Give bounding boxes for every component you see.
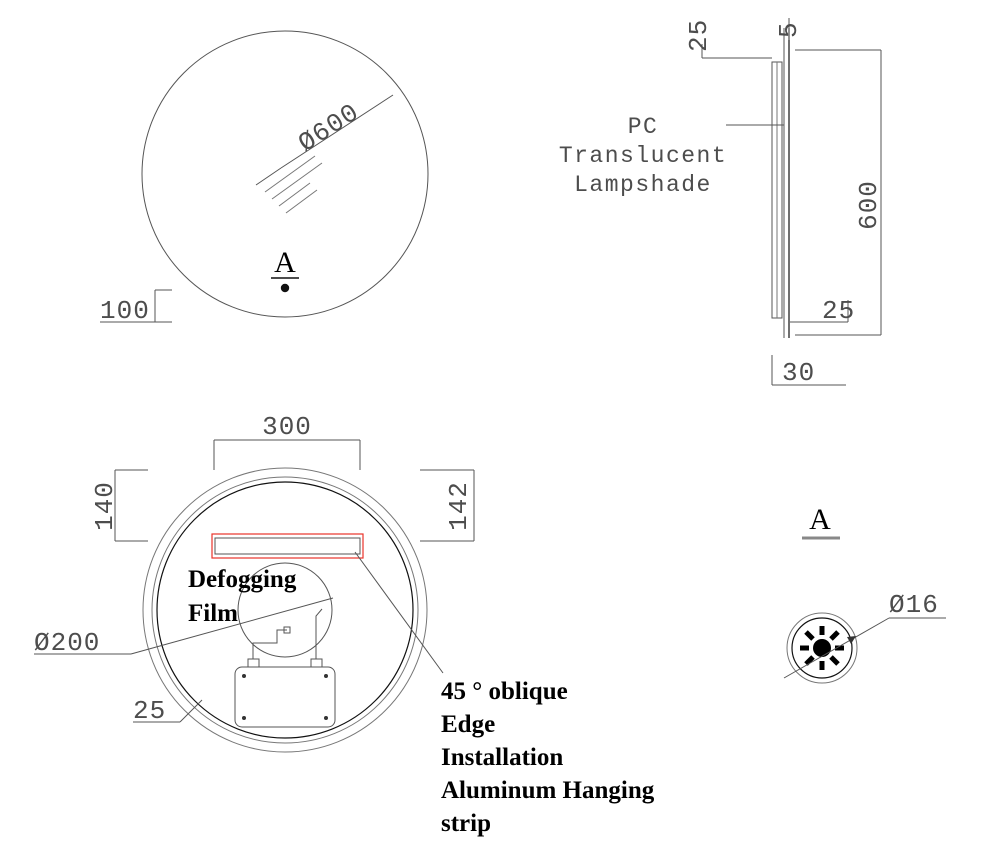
junction-box-connector-right bbox=[310, 658, 323, 668]
rear-view-outer-rim bbox=[142, 467, 428, 753]
hanger-note-line-1: 45 ° oblique bbox=[441, 678, 568, 705]
defogging-film-strip bbox=[211, 533, 364, 559]
hanger-note-text: 45 ° oblique Edge Installation Aluminum … bbox=[441, 678, 655, 837]
junction-box-screw-bl bbox=[242, 716, 246, 720]
lampshade-annotation-line-3: Lampshade bbox=[574, 172, 712, 198]
rear-view-left-dimension: 140 bbox=[90, 469, 148, 542]
detail-a-title: A bbox=[809, 503, 831, 536]
side-view-thickness-dimension: 5 bbox=[774, 18, 804, 40]
junction-box-connector-left bbox=[247, 658, 260, 668]
junction-box-body bbox=[234, 666, 336, 728]
side-view-top-dimension: 25 bbox=[684, 19, 772, 59]
front-view-group: Ø600 A 100 bbox=[100, 30, 429, 326]
side-view-depth-dimension: 30 bbox=[771, 355, 846, 388]
diameter-leader-tail bbox=[255, 167, 282, 186]
hanger-note-line-5: strip bbox=[441, 810, 491, 837]
detail-a-marker-label: A bbox=[274, 246, 296, 279]
rear-view-left-dimension-label: 140 bbox=[90, 481, 120, 531]
rear-view-right-dimension: 142 bbox=[420, 469, 475, 542]
rear-view-inner-circle bbox=[237, 562, 333, 658]
hanger-note-line-2: Edge bbox=[441, 711, 495, 738]
rear-view-group: 300 140 142 bbox=[34, 412, 655, 837]
side-view-height-dimension: 600 bbox=[795, 49, 884, 336]
junction-box-wire-right bbox=[315, 608, 323, 659]
front-view-bottom-dimension: 100 bbox=[100, 289, 172, 326]
front-view-diameter-label: Ø600 bbox=[293, 97, 365, 158]
defogging-film-outline bbox=[211, 533, 364, 559]
front-view-bottom-dimension-label: 100 bbox=[100, 296, 150, 326]
side-view-top-dimension-label: 25 bbox=[684, 19, 714, 52]
detail-a-diameter-dimension: Ø16 bbox=[783, 590, 946, 679]
junction-box-group bbox=[234, 608, 336, 728]
junction-box-terminal bbox=[283, 626, 291, 634]
side-view-group: 25 5 600 25 bbox=[559, 18, 884, 388]
rear-view-mirror-edge bbox=[156, 481, 414, 739]
side-view-height-dimension-label: 600 bbox=[854, 180, 884, 230]
side-view-thickness-dimension-label: 5 bbox=[774, 21, 804, 38]
detail-a-outer-ring bbox=[786, 612, 858, 684]
defogging-film-label-line-1: Defogging bbox=[188, 566, 297, 593]
detail-a-inner-ring bbox=[791, 617, 853, 679]
defogging-film-label-line-2: Film bbox=[188, 600, 238, 627]
lampshade-annotation-text: PC Translucent Lampshade bbox=[559, 114, 727, 198]
lampshade-annotation-line-2: Translucent bbox=[559, 143, 727, 169]
front-view-mirror-circle bbox=[141, 30, 429, 318]
rear-view-edge-dimension: 25 bbox=[133, 696, 203, 726]
side-view-bottom-dimension: 25 bbox=[790, 296, 855, 326]
hanger-note-line-3: Installation bbox=[441, 744, 563, 771]
diameter-leader-line bbox=[280, 94, 394, 169]
detail-a-group: A bbox=[783, 503, 946, 684]
side-view-depth-dimension-label: 30 bbox=[782, 358, 815, 388]
rear-view-middle-rim bbox=[151, 476, 419, 744]
side-view-bottom-dimension-label: 25 bbox=[822, 296, 855, 326]
mirror-reflection-hatching bbox=[264, 155, 323, 214]
rear-view-edge-dimension-label: 25 bbox=[133, 696, 166, 726]
inner-circle-dimension: Ø200 bbox=[34, 597, 334, 658]
junction-box-screw-tr bbox=[324, 674, 328, 678]
lampshade-annotation-line-1: PC bbox=[628, 114, 659, 140]
defogging-film-inner-rect bbox=[214, 537, 361, 555]
hanger-note-line-4: Aluminum Hanging bbox=[441, 777, 655, 804]
junction-box-screw-br bbox=[324, 716, 328, 720]
sensor-point-icon bbox=[280, 283, 290, 293]
junction-box-wire-left bbox=[252, 629, 287, 659]
detail-a-diameter-label: Ø16 bbox=[889, 590, 939, 620]
sun-rays bbox=[800, 626, 844, 670]
detail-a-leader-arrow bbox=[847, 636, 856, 644]
inner-circle-dimension-label: Ø200 bbox=[34, 628, 100, 658]
detail-a-marker[interactable]: A bbox=[271, 246, 299, 293]
rear-view-top-dimension-label: 300 bbox=[262, 412, 312, 442]
junction-box-screw-tl bbox=[242, 674, 246, 678]
hanger-note-leader bbox=[354, 551, 444, 674]
defogging-film-label: Defogging Film bbox=[188, 566, 297, 627]
brightness-sun-icon[interactable] bbox=[800, 626, 844, 670]
rear-view-top-dimension: 300 bbox=[213, 412, 361, 470]
sun-core bbox=[813, 639, 831, 657]
rear-view-right-dimension-label: 142 bbox=[444, 481, 474, 531]
